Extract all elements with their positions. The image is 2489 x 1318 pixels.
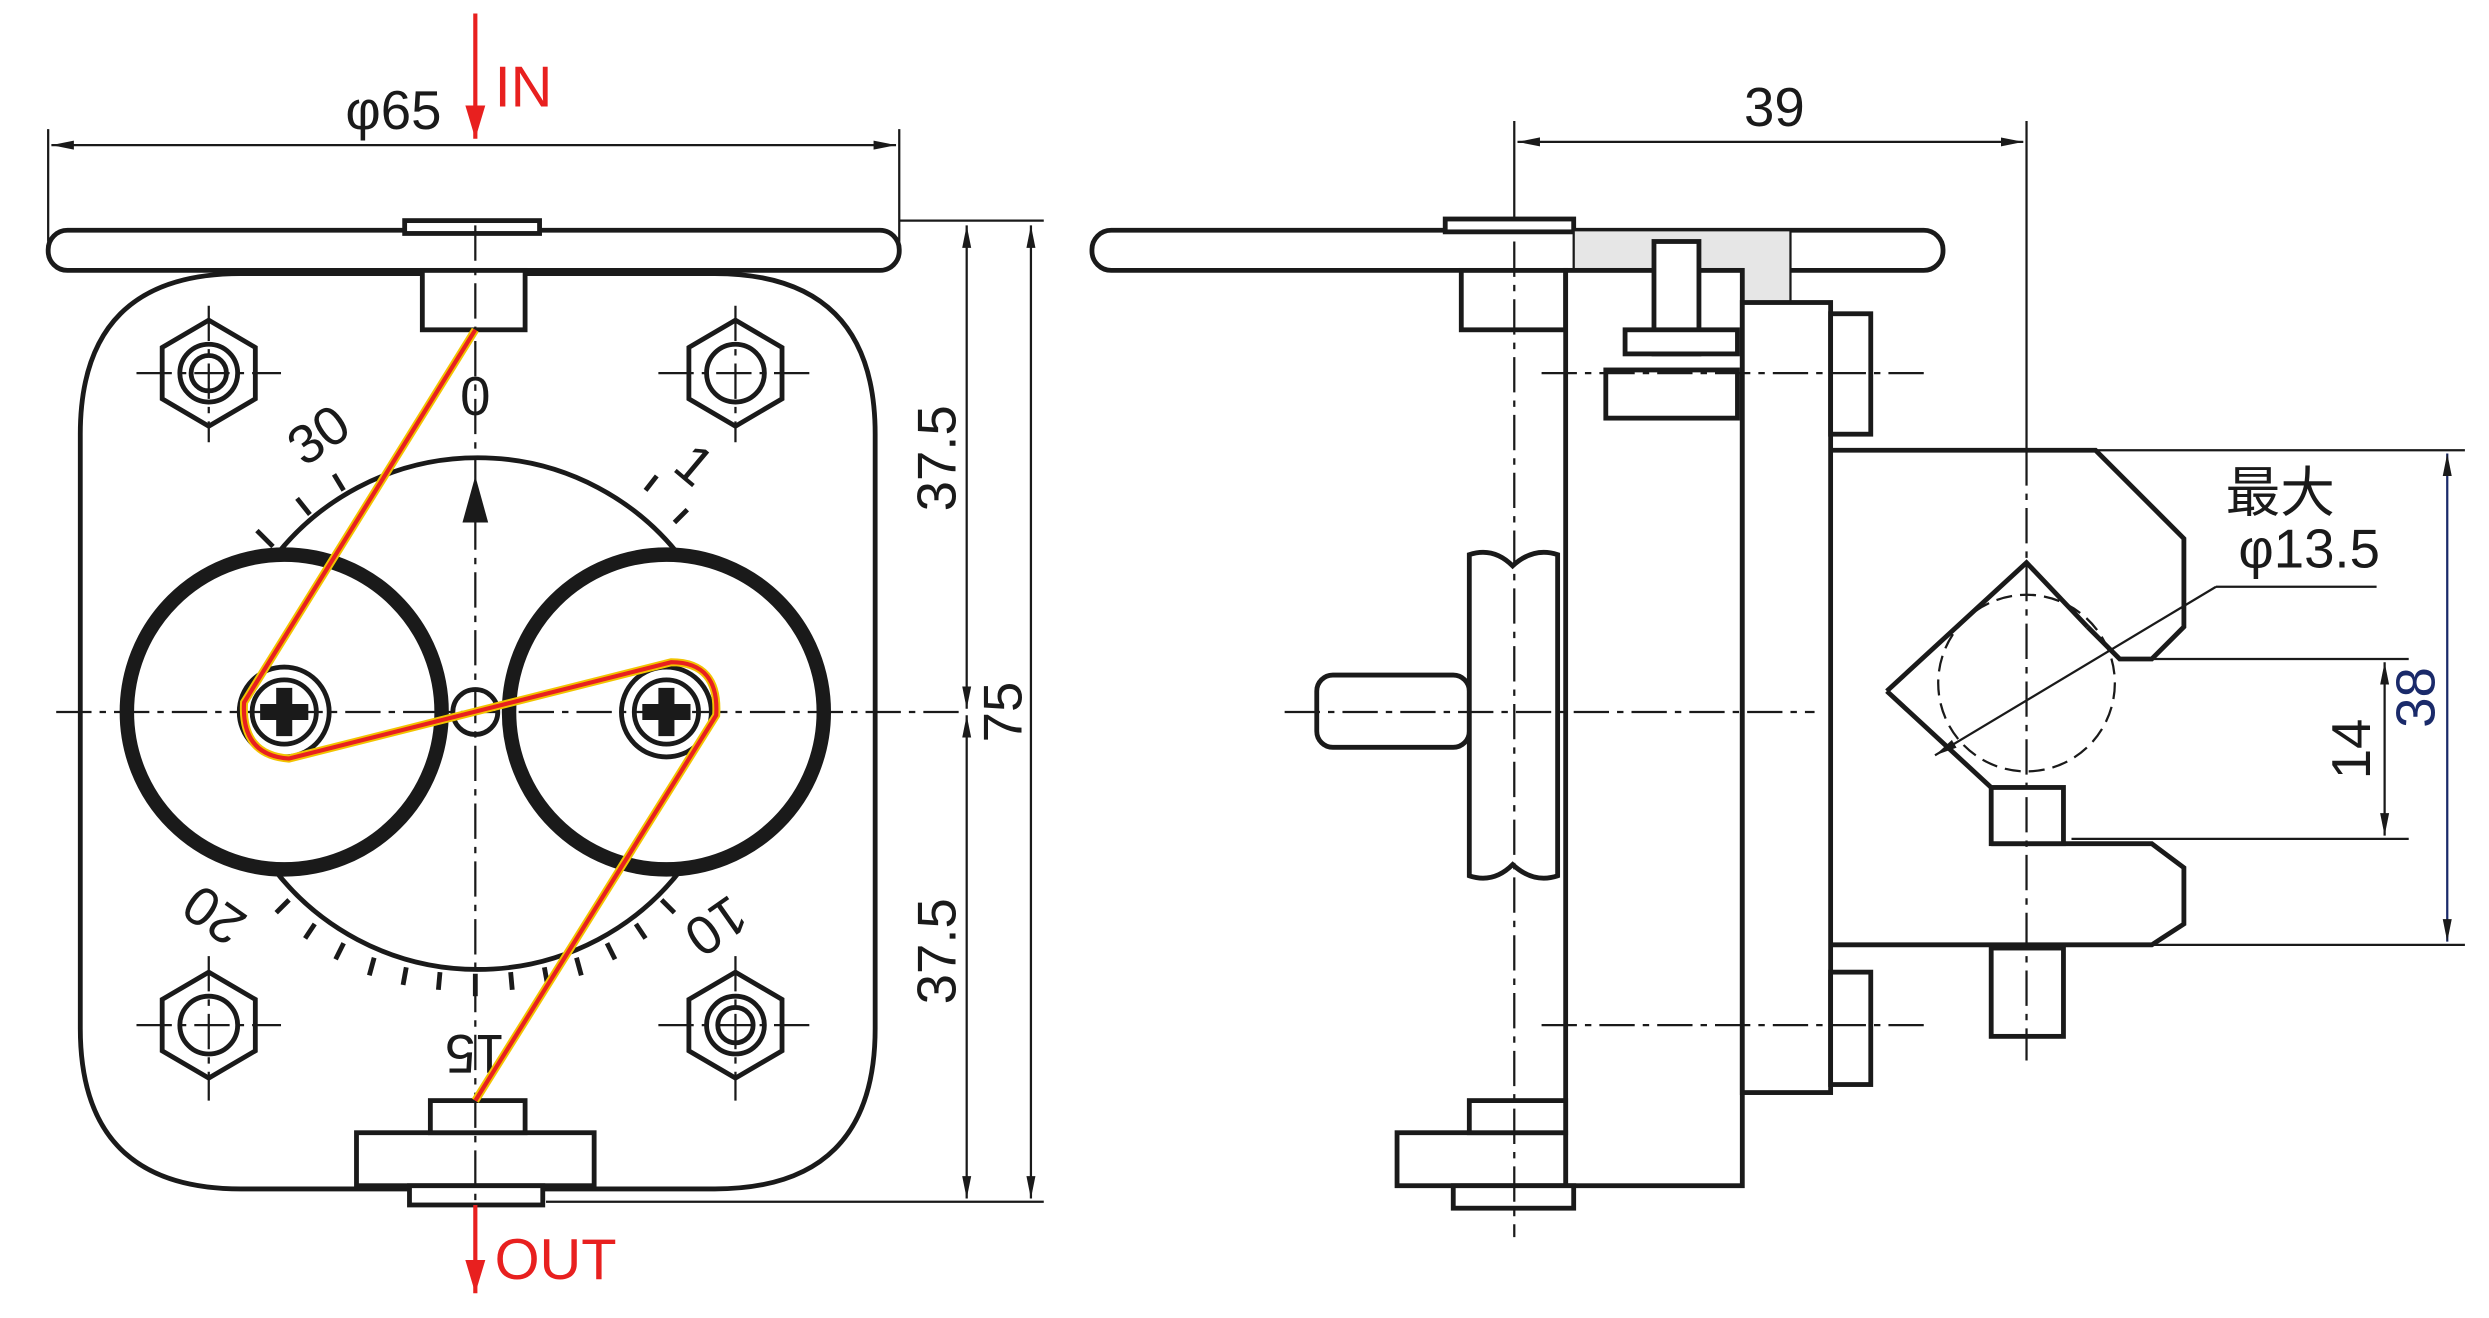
dial-label-1: 1 [663,432,725,498]
clamp-lower-jaw [1830,841,2187,948]
dial-label-30: 30 [276,393,361,478]
inlet-port [419,267,528,333]
side-outlet-port [1466,1098,1569,1136]
outlet-port [427,1098,528,1136]
side-plate-boss [1442,216,1577,235]
hex-nut-top-left [136,305,282,443]
dial-label-10: 10 [674,884,759,969]
screw-seat [1622,327,1740,357]
dial-arc-bottom [271,866,685,972]
side-body [1563,267,1745,1189]
hex-nut-bottom-left [136,956,282,1101]
dial-arc-top [271,455,685,561]
dial-pointer [462,475,489,523]
plate-boss [402,218,542,236]
side-view: 39 最大 φ13.5 [1089,77,2465,1238]
dial-label-20: 20 [172,873,257,958]
inner-block [1603,367,1740,421]
bolt-head-bottom [1828,969,1874,1087]
mounting-plate [45,227,902,273]
side-cover [1739,300,1834,1095]
front-view: φ65 [45,13,1044,1294]
out-label: OUT [495,1228,617,1292]
v-groove [1885,559,2090,790]
leader-line [1934,585,2217,757]
depth-label: 39 [1744,77,1805,138]
tube-path [239,13,721,1294]
dial-ticks [255,473,689,997]
gap-label: 14 [2321,719,2382,780]
body-outline [77,271,878,1192]
hex-nut-bottom-right [658,956,811,1101]
lower-height-label: 37.5 [906,898,967,1004]
side-outlet-block [1394,1130,1569,1189]
side-mounting-plate [1089,227,1946,273]
in-label: IN [495,56,553,120]
max-diameter-label: φ13.5 [2238,518,2380,579]
max-label: 最大 [2226,462,2335,523]
upper-height-label: 37.5 [906,405,967,511]
diameter-label: φ65 [345,80,441,141]
clamp-height-label: 38 [2385,667,2446,728]
hex-nut-top-right [658,305,811,443]
clamp-upper-jaw [1830,447,2187,662]
total-height-label: 75 [972,682,1033,743]
